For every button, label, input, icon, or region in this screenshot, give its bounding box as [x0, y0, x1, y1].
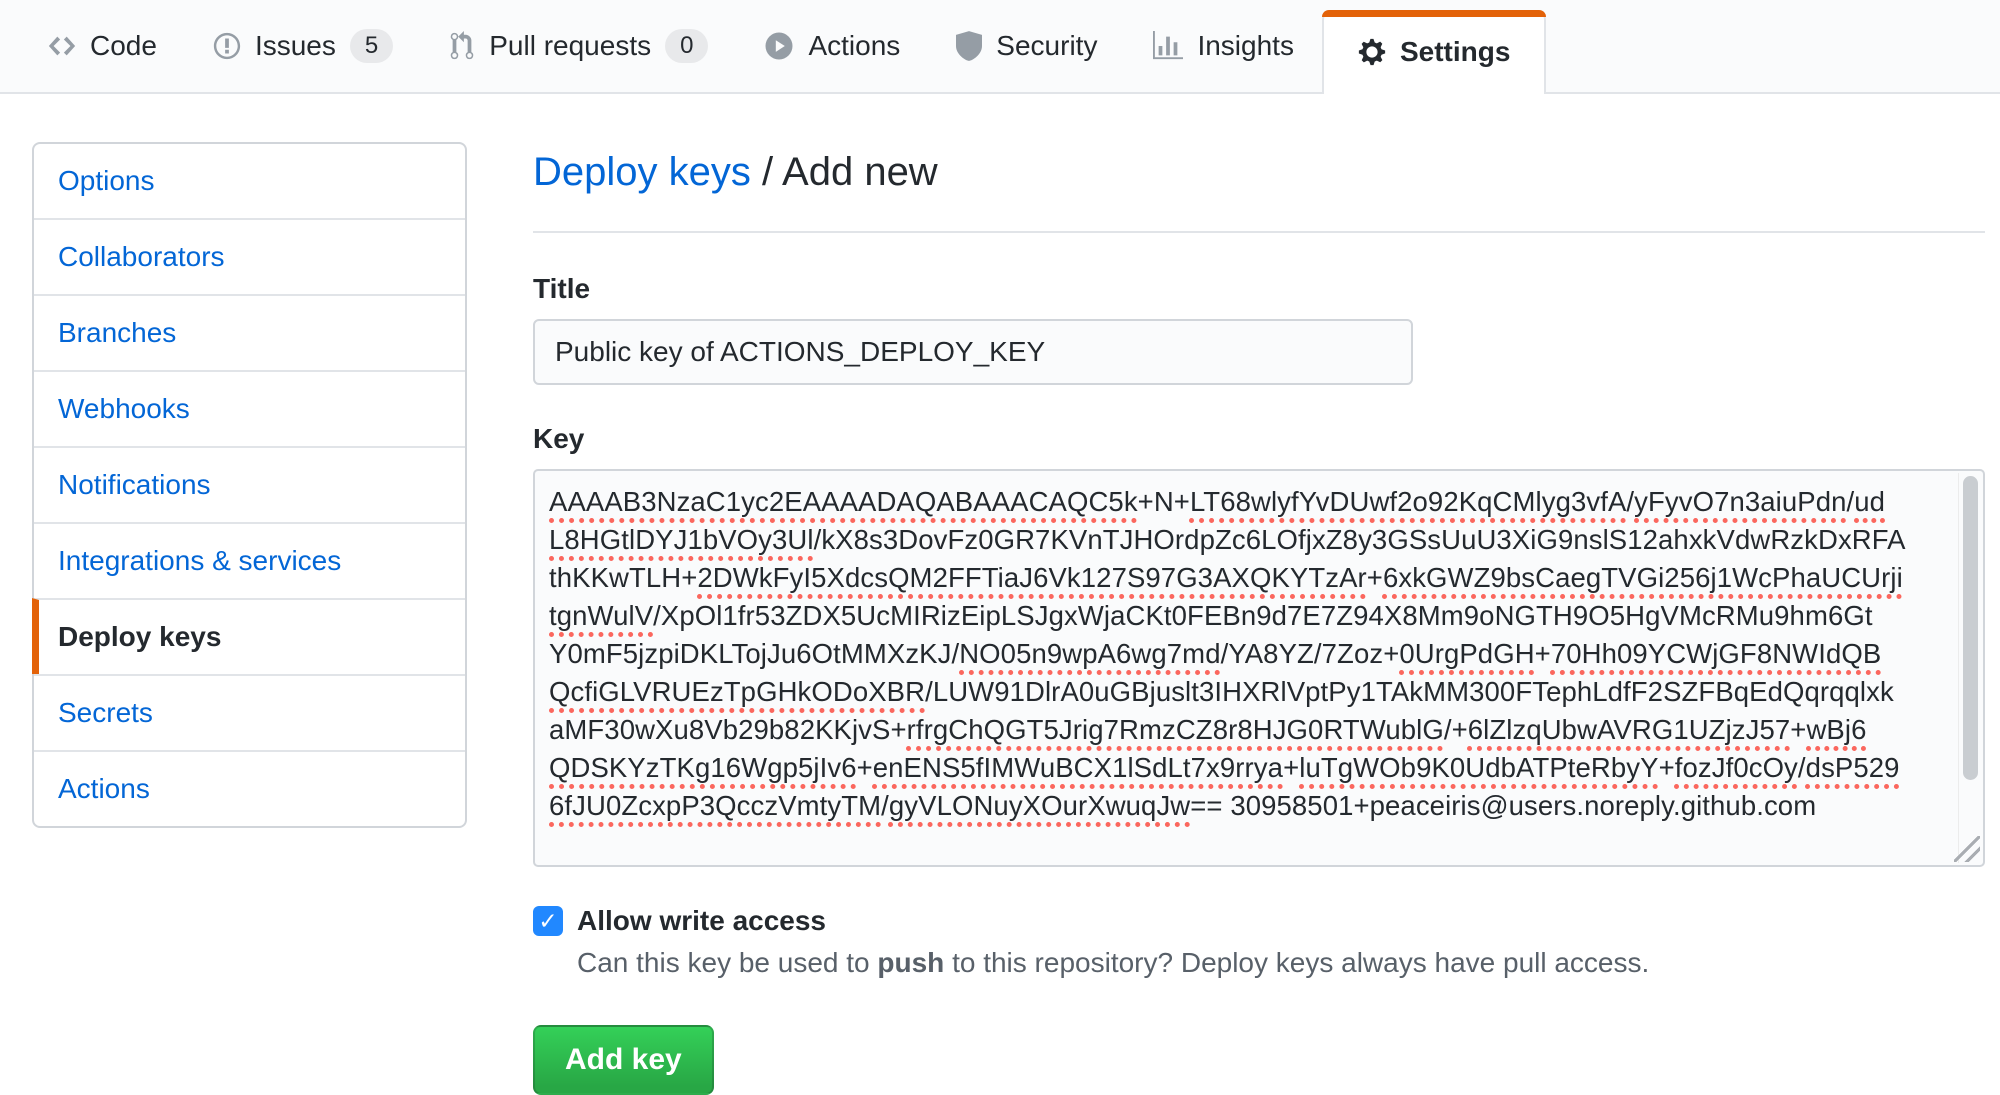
- key-line: QDSKYzTKg16Wgp5jIv6+enENS5fIMWuBCX1lSdLt…: [549, 752, 1900, 783]
- key-scrollbar-thumb[interactable]: [1963, 476, 1978, 781]
- key-line: AAAAB3NzaC1yc2EAAAADAQABAAACAQC5k+N+LT68…: [549, 486, 1886, 517]
- key-line: aMF30wXu8Vb29b82KKjvS+rfrgChQGT5Jrig7Rmz…: [549, 714, 1867, 745]
- tab-code[interactable]: Code: [20, 0, 185, 92]
- page-title: Deploy keys / Add new: [533, 142, 1985, 233]
- sidebar-item-branches[interactable]: Branches: [34, 294, 465, 370]
- tab-label: Pull requests: [489, 30, 652, 61]
- issue-icon: [213, 31, 241, 61]
- sidebar-item-webhooks[interactable]: Webhooks: [34, 370, 465, 446]
- sidebar-item-options[interactable]: Options: [58, 165, 155, 196]
- key-line: Y0mF5jzpiDKLTojJu6OtMMXzKJ/NO05n9wpA6wg7…: [549, 638, 1882, 669]
- tab-label: Actions: [808, 30, 901, 61]
- play-icon: [764, 31, 794, 61]
- sidebar-item-notifications[interactable]: Notifications: [34, 446, 465, 522]
- key-line: 6fJU0ZcxpP3QcczVmtyTM/gyVLONuyXOurXwuqJw…: [549, 790, 1817, 821]
- checkmark-icon: ✓: [538, 907, 558, 934]
- sidebar-item-actions[interactable]: Actions: [34, 750, 465, 826]
- tab-label: Settings: [1399, 36, 1511, 67]
- key-textarea-scrollbar[interactable]: [1958, 473, 1981, 863]
- title-input[interactable]: [533, 319, 1413, 385]
- tab-label: Code: [90, 30, 157, 61]
- allow-write-access-label: Allow write access: [577, 905, 827, 936]
- tab-label: Security: [996, 30, 1098, 61]
- allow-write-access-row[interactable]: ✓ Allow write access: [533, 905, 1985, 937]
- write-access-note: Can this key be used to push to this rep…: [577, 947, 1650, 978]
- sidebar-item-deploy-keys[interactable]: Deploy keys: [32, 598, 465, 674]
- tab-counter-badge: 0: [665, 28, 709, 64]
- breadcrumb-separator: /: [762, 150, 774, 194]
- tab-label: Insights: [1197, 30, 1294, 61]
- tab-label: Issues: [254, 30, 336, 61]
- code-icon: [48, 31, 76, 61]
- title-field-group: Title: [533, 273, 1985, 385]
- key-field-group: Key AAAAB3NzaC1yc2EAAAADAQABAAACAQC5k+N+…: [533, 423, 1985, 867]
- sidebar-item-secrets[interactable]: Secrets: [34, 674, 465, 750]
- tab-pull-requests[interactable]: Pull requests 0: [421, 0, 736, 92]
- key-line: thKKwTLH+2DWkFyI5XdcsQM2FFTiaJ6Vk127S97G…: [549, 562, 1903, 593]
- textarea-resize-grip[interactable]: [1954, 836, 1980, 862]
- tab-security[interactable]: Security: [928, 0, 1125, 92]
- breadcrumb-deploy-keys-link[interactable]: Deploy keys: [533, 150, 751, 194]
- tab-issues[interactable]: Issues 5: [185, 0, 421, 92]
- key-line: QcfiGLVRUEzTpGHkODoXBR/LUW91DlrA0uGBjusl…: [549, 676, 1894, 707]
- title-label: Title: [533, 273, 591, 304]
- sidebar-item-integrations-services[interactable]: Integrations & services: [34, 522, 465, 598]
- key-label: Key: [533, 423, 585, 454]
- main-panel: Deploy keys / Add new Title Key AAAAB3Nz…: [533, 142, 1985, 1095]
- tab-counter-badge: 5: [349, 28, 394, 64]
- add-key-button[interactable]: Add key: [533, 1025, 714, 1095]
- shield-icon: [956, 31, 983, 61]
- breadcrumb-current: Add new: [782, 150, 938, 194]
- key-line: tgnWulV/XpOl1fr53ZDX5UcMIRizEipLSJgxWjaC…: [549, 600, 1873, 631]
- key-line: L8HGtlDYJ1bVOy3Ul/kX8s3DovFz0GR7KVnTJHOr…: [549, 524, 1906, 555]
- allow-write-access-checkbox[interactable]: ✓: [533, 906, 563, 936]
- tab-insights[interactable]: Insights: [1125, 0, 1322, 92]
- gear-icon: [1358, 37, 1386, 67]
- tab-settings[interactable]: Settings: [1321, 10, 1547, 94]
- key-textarea[interactable]: AAAAB3NzaC1yc2EAAAADAQABAAACAQC5k+N+LT68…: [533, 469, 1985, 867]
- tab-actions[interactable]: Actions: [736, 0, 928, 92]
- pull-request-icon: [449, 31, 475, 61]
- write-access-group: ✓ Allow write access Can this key be use…: [533, 905, 1985, 979]
- sidebar-item-collaborators[interactable]: Collaborators: [34, 218, 465, 294]
- repo-nav: Code Issues 5 Pull requests 0 Actions Security…: [0, 0, 2000, 94]
- graph-icon: [1153, 31, 1184, 61]
